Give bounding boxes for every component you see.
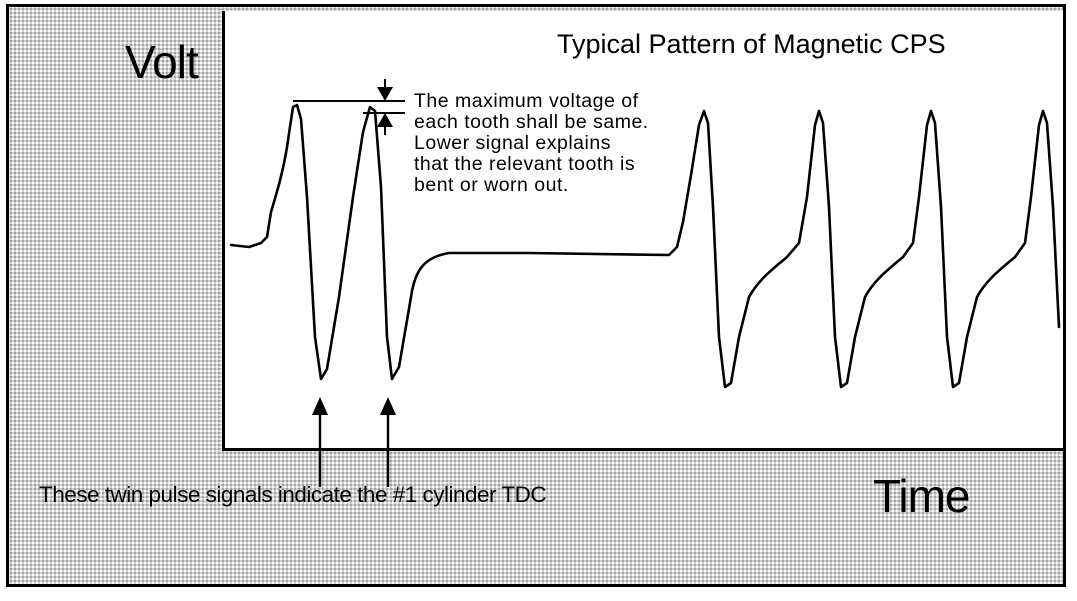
diagram-frame: Volt Typical Pattern of Magnetic CPS The…	[6, 4, 1066, 587]
voltage-difference-arrows	[377, 79, 393, 135]
max-voltage-annotation: The maximum voltage of each tooth shall …	[414, 90, 649, 196]
x-axis-label: Time	[873, 470, 971, 522]
twin-pulse-annotation: These twin pulse signals indicate the #1…	[39, 482, 547, 507]
plot-area	[222, 11, 1063, 451]
y-axis-label: Volt	[125, 36, 199, 88]
waveform-overlay	[229, 79, 1061, 487]
waveform-trace	[229, 103, 1061, 389]
twin-pulse-arrows	[312, 397, 396, 487]
diagram-title: Typical Pattern of Magnetic CPS	[557, 29, 946, 59]
